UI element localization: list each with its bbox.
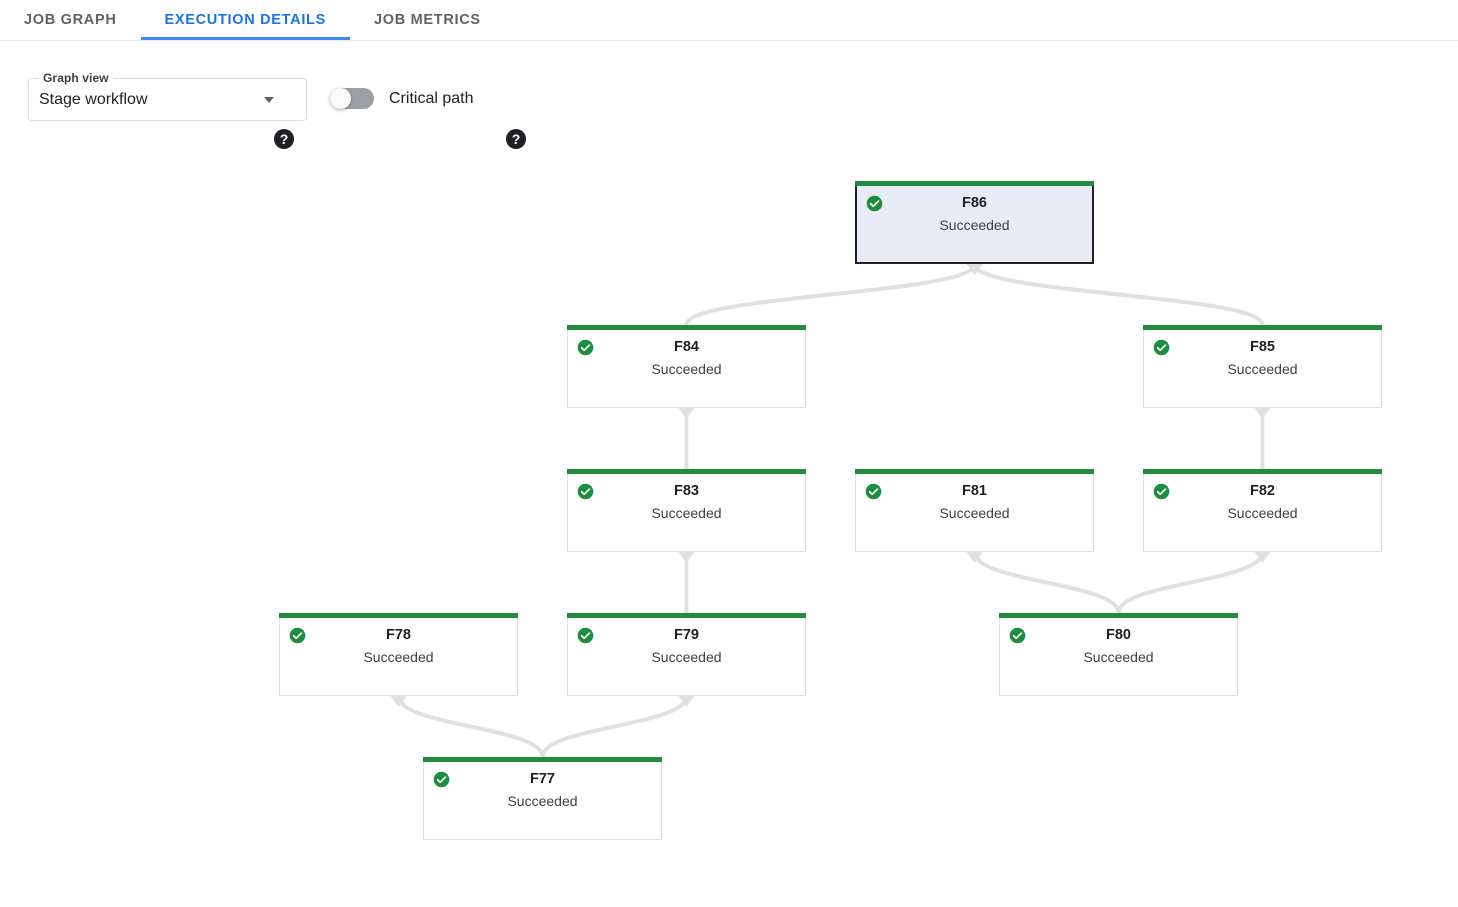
node-status-bar — [1143, 325, 1382, 330]
node-status-bar — [567, 469, 806, 474]
edge-tip — [678, 552, 695, 563]
edge-tip — [1254, 552, 1271, 563]
check-circle-icon — [433, 771, 450, 788]
node-title: F78 — [386, 627, 411, 643]
edge-tip — [678, 408, 695, 419]
node-title: F80 — [1106, 627, 1131, 643]
critical-path-toggle-group: Critical path — [330, 86, 473, 110]
node-title: F77 — [530, 771, 555, 787]
check-circle-icon — [1153, 483, 1170, 500]
node-status: Succeeded — [1227, 361, 1298, 377]
node-title: F85 — [1250, 339, 1275, 355]
node-status: Succeeded — [363, 649, 434, 665]
check-circle-icon — [1009, 627, 1026, 644]
edge-tip — [966, 264, 983, 275]
edge-tip — [966, 552, 983, 563]
critical-path-help-icon[interactable]: ? — [506, 129, 526, 149]
graph-view-label: Graph view — [39, 71, 113, 85]
node-status-bar — [567, 613, 806, 618]
critical-path-toggle[interactable] — [330, 87, 374, 109]
node-status-bar — [1143, 469, 1382, 474]
check-circle-icon — [577, 483, 594, 500]
node-status-bar — [855, 181, 1094, 186]
edge-tip — [966, 264, 983, 275]
node-status: Succeeded — [1083, 649, 1154, 665]
chevron-down-icon[interactable] — [264, 97, 274, 103]
node-title: F79 — [674, 627, 699, 643]
node-title: F81 — [962, 483, 987, 499]
graph-edge-F86-F84 — [684, 263, 983, 326]
graph-view-value: Stage workflow — [39, 91, 148, 108]
graph-view-help-icon[interactable]: ? — [274, 129, 294, 149]
node-status: Succeeded — [939, 217, 1010, 233]
node-status: Succeeded — [507, 793, 578, 809]
node-status: Succeeded — [1227, 505, 1298, 521]
check-circle-icon — [577, 627, 594, 644]
edge-tip — [390, 696, 407, 707]
edge-tip — [678, 696, 695, 707]
node-status-bar — [855, 469, 1094, 474]
check-circle-icon — [577, 339, 594, 356]
check-circle-icon — [1153, 339, 1170, 356]
node-status: Succeeded — [651, 505, 722, 521]
tab-list: JOB GRAPH EXECUTION DETAILS JOB METRICS — [0, 0, 505, 40]
graph-view-select[interactable]: Graph view Stage workflow — [28, 71, 307, 121]
node-status-bar — [567, 325, 806, 330]
critical-path-label: Critical path — [389, 89, 474, 107]
tab-job-metrics[interactable]: JOB METRICS — [350, 0, 505, 40]
node-status-bar — [423, 757, 662, 762]
node-status-bar — [279, 613, 518, 618]
tab-job-graph[interactable]: JOB GRAPH — [0, 0, 141, 40]
node-title: F83 — [674, 483, 699, 499]
graph-edge-F81-F80 — [966, 551, 1121, 614]
graph-edge-F78-F77 — [390, 695, 545, 758]
node-status: Succeeded — [939, 505, 1010, 521]
check-circle-icon — [865, 483, 882, 500]
graph-edge-F85-F82 — [1254, 408, 1271, 469]
graph-edge-F86-F85 — [966, 263, 1265, 326]
node-status: Succeeded — [651, 361, 722, 377]
node-title: F82 — [1250, 483, 1275, 499]
graph-edge-F83-F79 — [678, 552, 695, 613]
tab-execution-details[interactable]: EXECUTION DETAILS — [140, 0, 351, 40]
graph-edge-F84-F83 — [678, 408, 695, 469]
graph-edge-F82-F80 — [1116, 551, 1271, 614]
check-circle-icon — [866, 195, 883, 212]
tab-bar: JOB GRAPH EXECUTION DETAILS JOB METRICS — [0, 0, 1458, 41]
node-status: Succeeded — [651, 649, 722, 665]
graph-toolbar: Graph view Stage workflow ? Critical pat… — [0, 41, 1458, 149]
toggle-knob — [330, 87, 351, 109]
edge-tip — [1254, 408, 1271, 419]
check-circle-icon — [289, 627, 306, 644]
graph-edge-F79-F77 — [540, 695, 695, 758]
node-title: F84 — [674, 339, 699, 355]
node-title: F86 — [962, 195, 987, 211]
node-status-bar — [999, 613, 1238, 618]
